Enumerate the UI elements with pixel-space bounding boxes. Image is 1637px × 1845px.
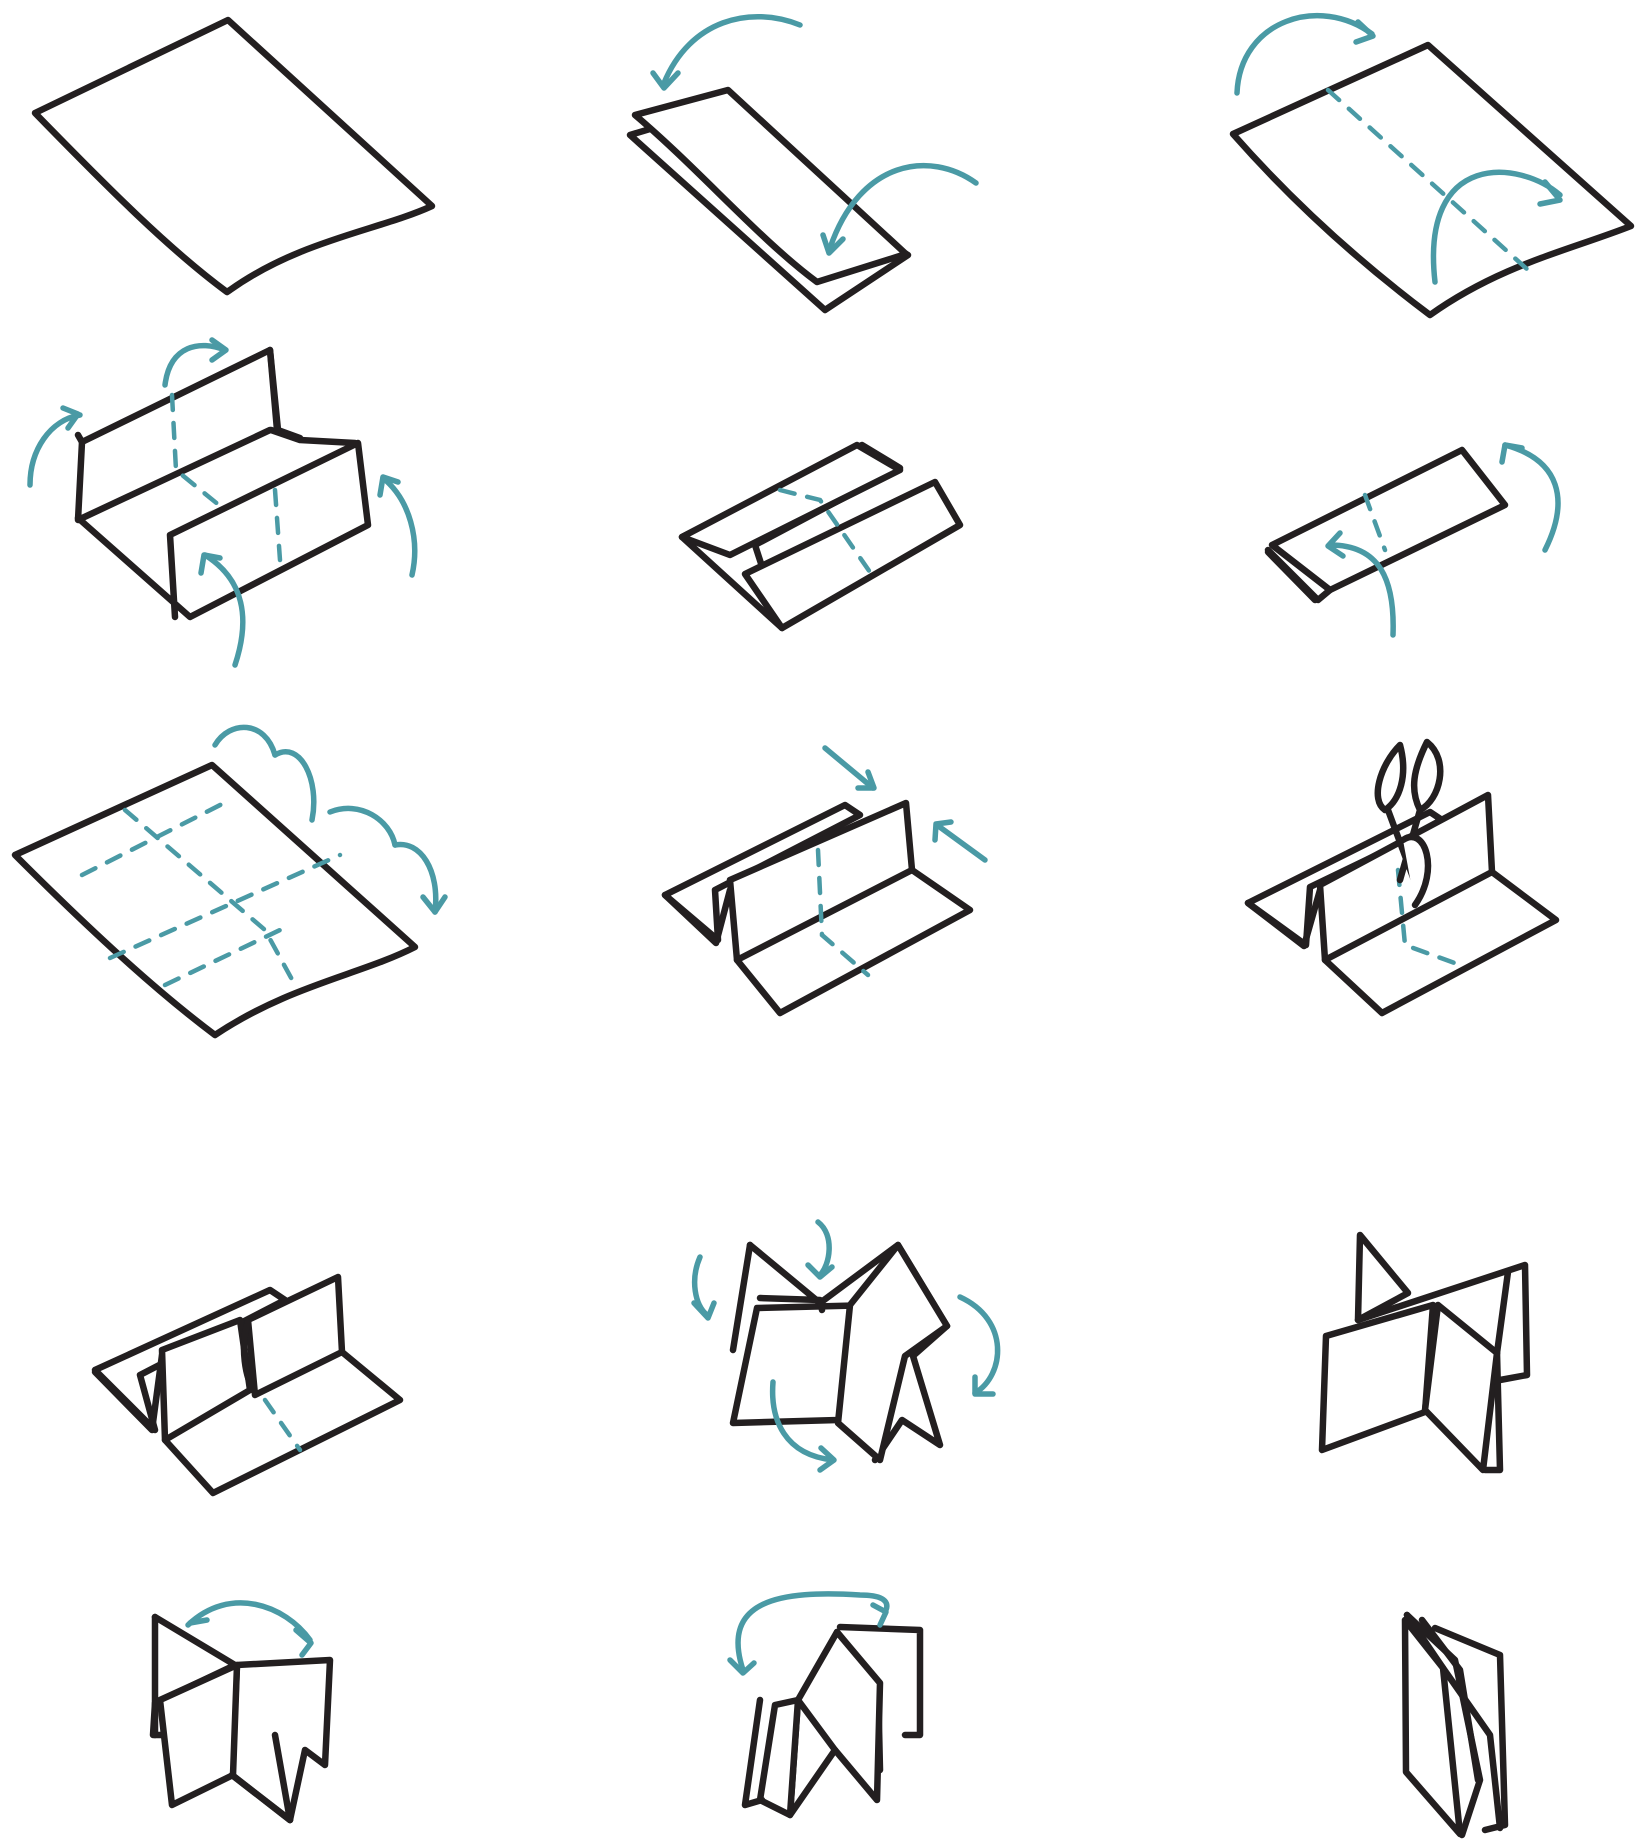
step-4-fold-edges-to-center-icon [30, 340, 415, 665]
step-7-unfold-to-eight-panels-icon [15, 727, 445, 1035]
step-3-unfold-sheet-icon [1233, 16, 1631, 315]
step-6-fold-strip-in-half-icon [1268, 445, 1558, 635]
step-5-folded-strip-icon [682, 445, 960, 628]
step-8-fold-widthwise-icon [665, 748, 985, 1013]
step-12-star-shape-icon [1322, 1235, 1527, 1470]
step-1-flat-sheet-icon [35, 20, 432, 292]
step-2-fold-in-half-icon [630, 17, 976, 310]
step-9-scissors-cut-icon [1248, 742, 1556, 1013]
step-11-push-ends-together-icon [694, 1222, 998, 1470]
step-14-gather-pages-icon [730, 1594, 920, 1815]
step-10-slit-opened-icon [95, 1277, 400, 1493]
step-15-finished-booklet-icon [1405, 1615, 1505, 1835]
step-13-fold-pages-around-icon [153, 1603, 330, 1820]
